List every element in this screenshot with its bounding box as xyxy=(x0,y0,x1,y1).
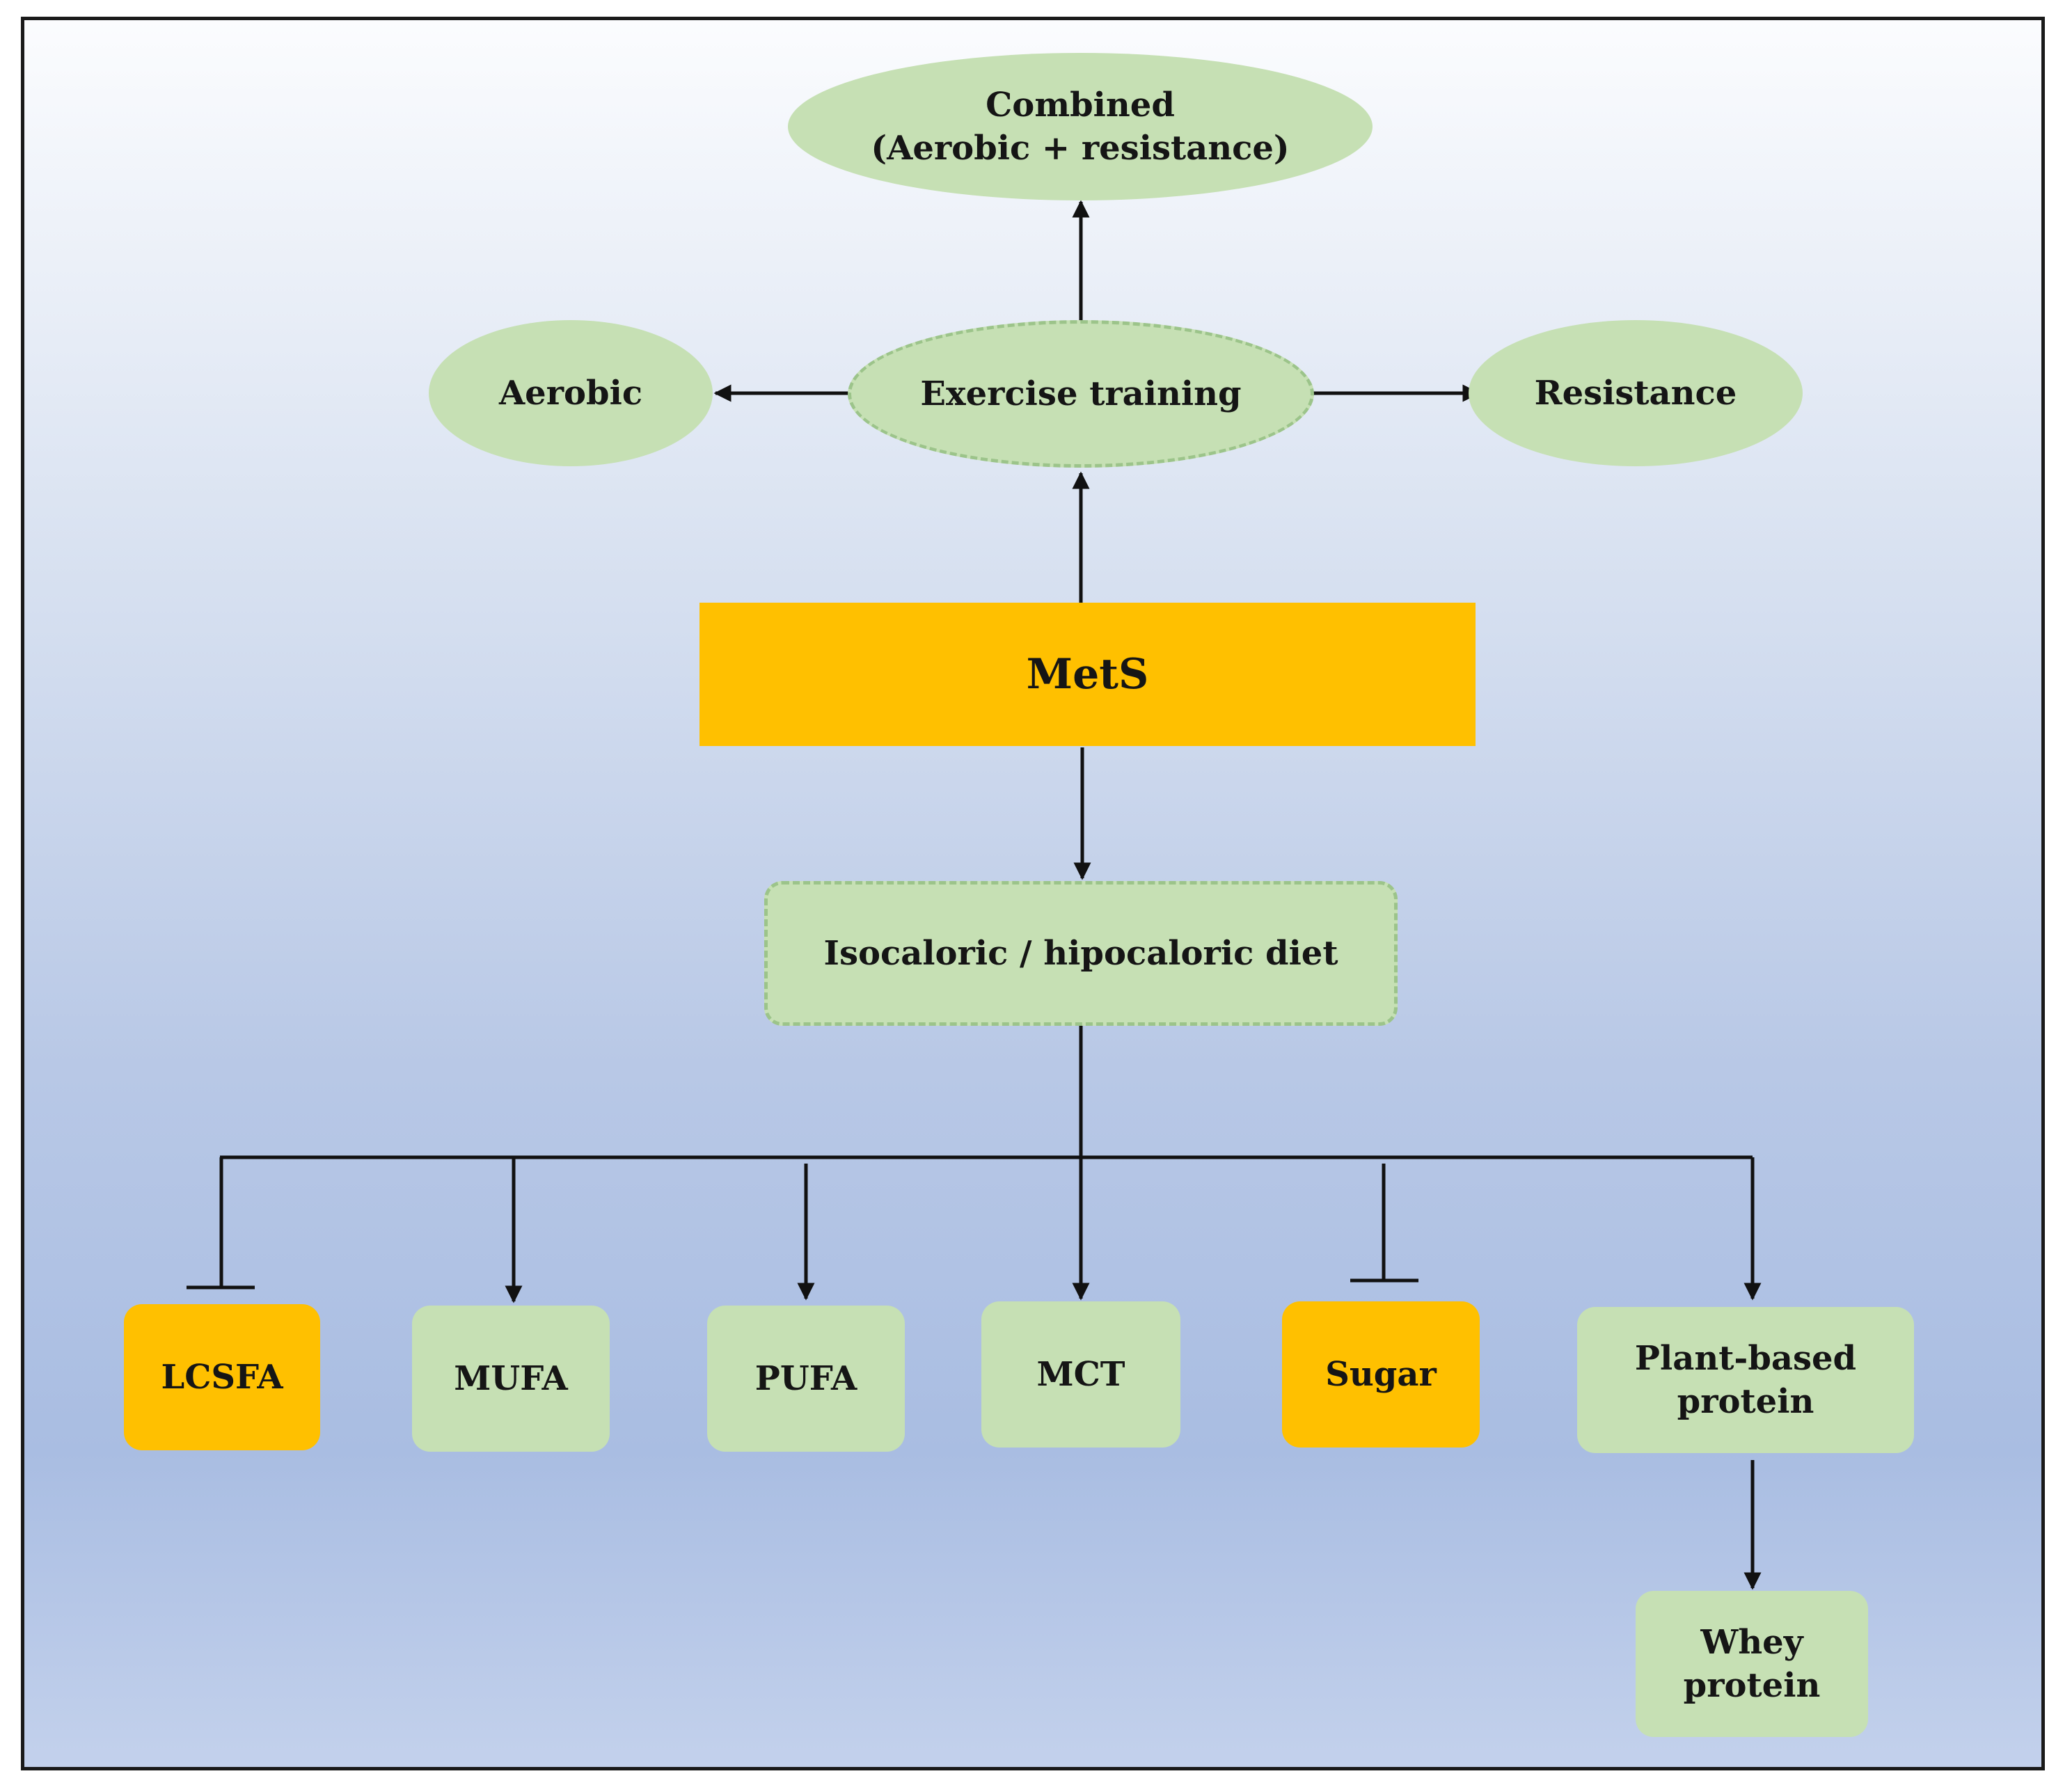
node-plant-protein-label: Plant-based protein xyxy=(1634,1339,1857,1421)
node-whey-protein-label: Whey protein xyxy=(1683,1623,1821,1705)
node-mct: MCT xyxy=(981,1301,1180,1448)
node-diet: Isocaloric / hipocaloric diet xyxy=(764,881,1398,1026)
node-plant-protein: Plant-based protein xyxy=(1577,1307,1914,1453)
node-combined: Combined (Aerobic + resistance) xyxy=(788,53,1373,200)
node-mets: MetS xyxy=(699,603,1476,746)
node-sugar: Sugar xyxy=(1282,1301,1480,1448)
node-lcsfa-label: LCSFA xyxy=(161,1358,283,1397)
node-combined-label: Combined (Aerobic + resistance) xyxy=(871,86,1290,168)
node-resistance: Resistance xyxy=(1469,320,1803,466)
node-mufa-label: MUFA xyxy=(454,1359,568,1398)
node-mct-label: MCT xyxy=(1036,1355,1125,1394)
node-aerobic-label: Aerobic xyxy=(498,374,643,413)
node-aerobic: Aerobic xyxy=(429,320,713,466)
node-pufa-label: PUFA xyxy=(754,1359,857,1398)
node-mufa: MUFA xyxy=(412,1306,610,1452)
node-sugar-label: Sugar xyxy=(1325,1355,1437,1394)
node-pufa: PUFA xyxy=(707,1306,905,1452)
node-resistance-label: Resistance xyxy=(1534,374,1737,413)
node-mets-label: MetS xyxy=(1026,650,1149,699)
node-diet-label: Isocaloric / hipocaloric diet xyxy=(823,934,1338,973)
node-exercise-training-label: Exercise training xyxy=(920,374,1242,413)
node-lcsfa: LCSFA xyxy=(124,1304,320,1450)
node-exercise-training: Exercise training xyxy=(848,320,1314,468)
node-whey-protein: Whey protein xyxy=(1636,1591,1868,1737)
